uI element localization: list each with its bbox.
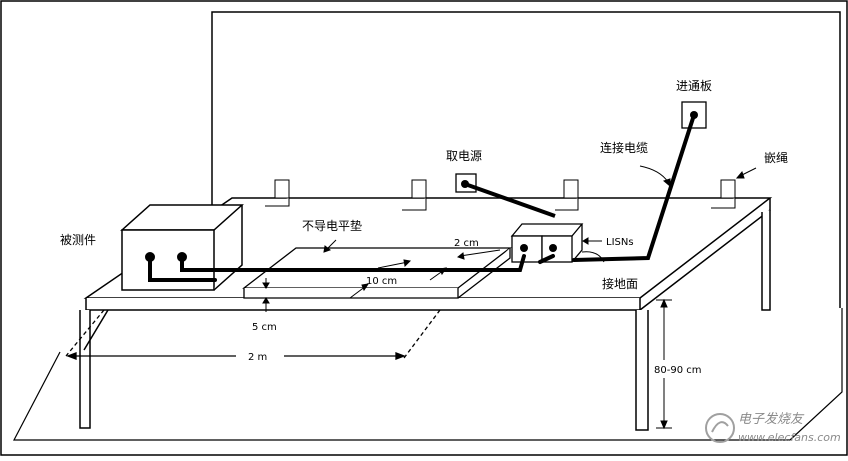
watermark-en: www.elecfans.com <box>738 431 841 444</box>
table-legs <box>79 210 771 431</box>
dut-to-lisn-cables <box>148 254 555 282</box>
label-tether: 嵌绳 <box>764 151 788 165</box>
power-cable <box>464 182 556 218</box>
label-lisns: LISNs <box>606 237 634 248</box>
label-dim-10cm: 10 cm <box>366 276 397 287</box>
wall-brackets <box>265 179 736 211</box>
label-dut: 被测件 <box>60 233 96 247</box>
table-front-edge <box>85 298 641 311</box>
lisn-port-1 <box>520 244 528 252</box>
back-wall <box>211 11 841 308</box>
floor-outline <box>13 308 843 441</box>
lisn-port-2 <box>549 244 557 252</box>
label-power: 取电源 <box>446 149 482 163</box>
label-dim-2cm: 2 cm <box>454 238 479 249</box>
watermark-logo-icon <box>705 413 735 443</box>
label-ground: 接地面 <box>602 276 638 291</box>
annotation-arrows <box>323 165 757 263</box>
dim-10cm <box>349 267 448 299</box>
dim-2m <box>65 309 441 360</box>
dim-2cm <box>377 249 501 269</box>
label-mat: 不导电平垫 <box>302 218 362 233</box>
label-dim-height: 80-90 cm <box>654 365 701 376</box>
label-cable: 连接电缆 <box>600 140 648 155</box>
watermark-logo-swirl <box>711 421 729 433</box>
dim-5cm <box>262 278 270 312</box>
connection-cable <box>572 113 696 262</box>
dim-table-height <box>656 298 672 430</box>
label-dim-5cm: 5 cm <box>252 322 277 333</box>
label-dim-2m: 2 m <box>248 352 267 363</box>
label-panel: 进通板 <box>676 79 712 93</box>
watermark: 电子发烧友 www.elecfans.com <box>705 412 841 444</box>
watermark-cn: 电子发烧友 <box>738 412 805 427</box>
